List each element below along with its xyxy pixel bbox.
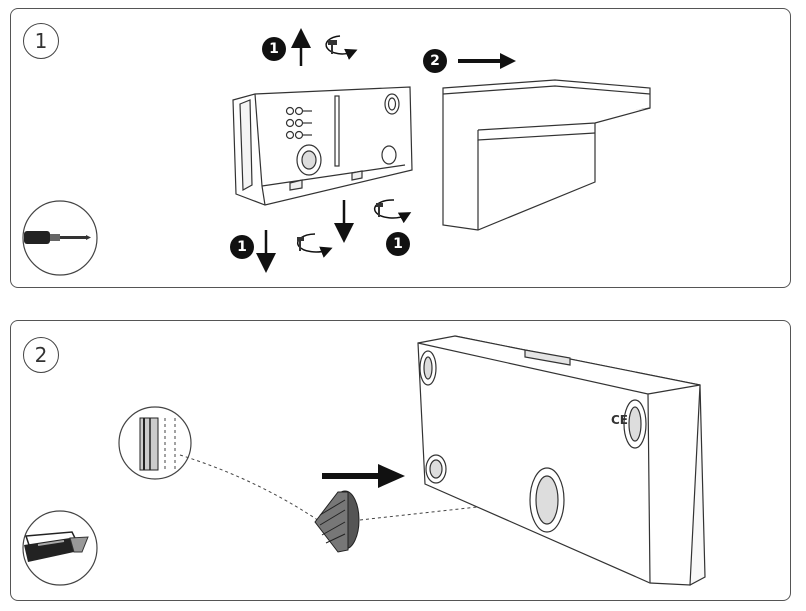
remove-screw-top <box>291 28 358 66</box>
callout-slide-off-cover: 2 <box>423 49 447 73</box>
insert-arrow <box>322 464 405 488</box>
callout-remove-screw-bottom-left: 1 <box>230 235 254 259</box>
remove-screw-bottom-left <box>256 230 333 273</box>
front-cover <box>442 79 651 231</box>
detail-leader-line <box>179 454 326 526</box>
screwdriver-icon <box>22 200 98 276</box>
callout-remove-screw-bottom-right: 1 <box>386 232 410 256</box>
slide-off-arrow <box>458 53 516 69</box>
grommet-detail-zoom <box>118 406 192 480</box>
utility-knife-icon <box>22 510 98 586</box>
step-number-2: 2 <box>23 337 59 373</box>
back-box <box>232 86 413 206</box>
housing-back <box>417 335 706 586</box>
remove-screw-bottom-right <box>334 199 412 243</box>
ce-mark: CE <box>611 413 628 427</box>
step-number-1: 1 <box>23 23 59 59</box>
callout-remove-screw-top: 1 <box>262 37 286 61</box>
cable-grommet <box>314 490 360 553</box>
